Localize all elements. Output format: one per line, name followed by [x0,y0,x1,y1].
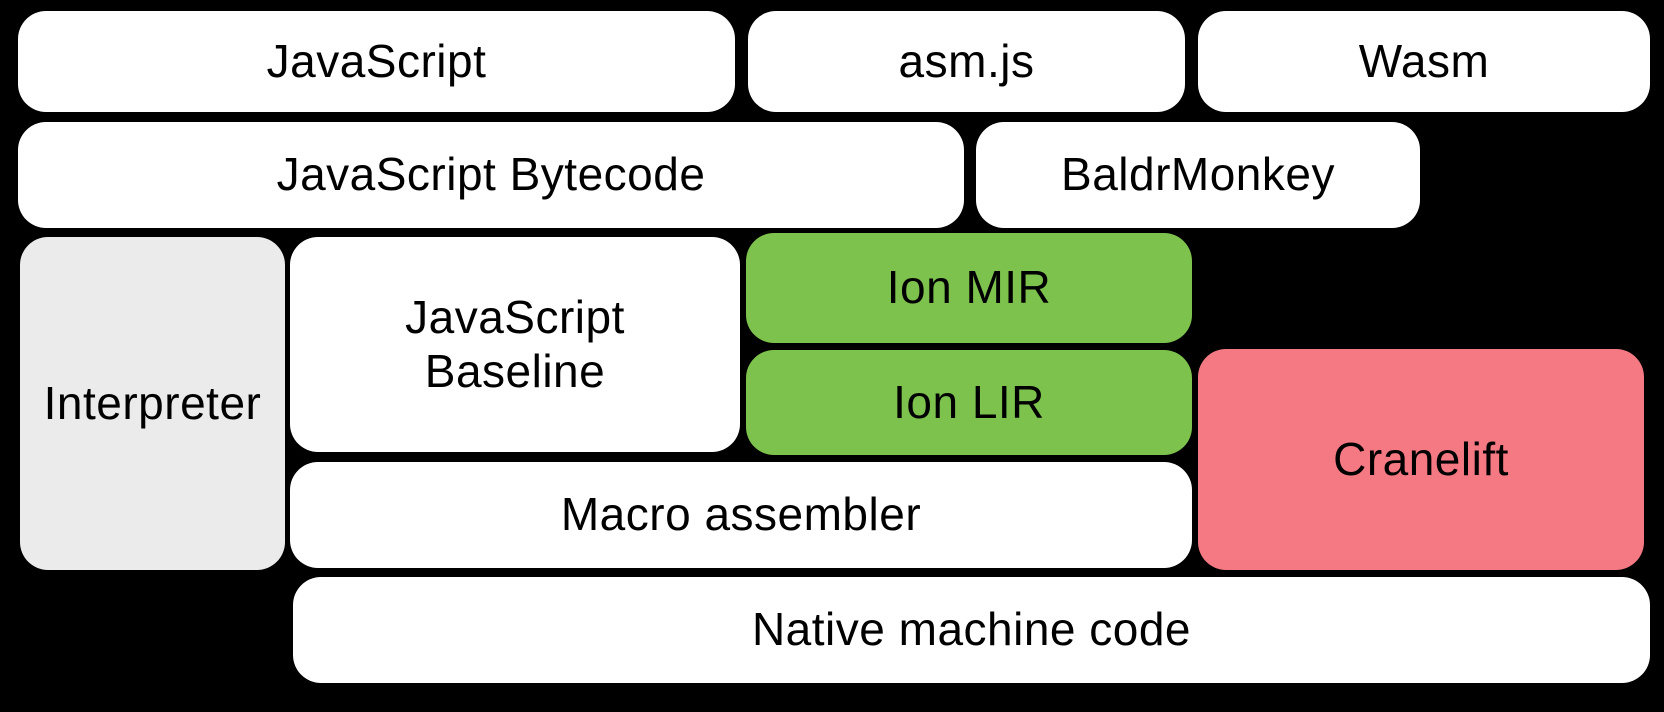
block-label-javascript-bytecode: JavaScript Bytecode [276,148,706,201]
block-label-asmjs: asm.js [898,34,1035,87]
block-ion-mir: Ion MIR [746,233,1192,343]
block-label-wasm: Wasm [1358,34,1490,87]
block-label-cranelift: Cranelift [1333,432,1509,485]
block-baldrmonkey: BaldrMonkey [976,122,1420,228]
block-label-interpreter: Interpreter [43,376,262,429]
block-label-baldrmonkey: BaldrMonkey [1061,148,1335,201]
block-label-ion-lir: Ion LIR [893,375,1045,428]
block-javascript-bytecode: JavaScript Bytecode [18,122,964,228]
block-label-ion-mir: Ion MIR [886,261,1052,314]
block-macro-assembler: Macro assembler [290,462,1192,568]
block-javascript-baseline: JavaScript Baseline [290,237,740,452]
block-interpreter: Interpreter [20,237,285,570]
block-label-javascript-baseline: JavaScript Baseline [405,291,625,397]
block-wasm: Wasm [1198,11,1650,112]
block-label-native-machine-code: Native machine code [751,603,1192,656]
block-asmjs: asm.js [748,11,1185,112]
block-javascript: JavaScript [18,11,735,112]
block-label-javascript: JavaScript [266,34,487,87]
block-native-machine-code: Native machine code [293,577,1650,683]
block-label-macro-assembler: Macro assembler [560,488,922,541]
block-cranelift: Cranelift [1198,349,1644,570]
block-ion-lir: Ion LIR [746,350,1192,455]
